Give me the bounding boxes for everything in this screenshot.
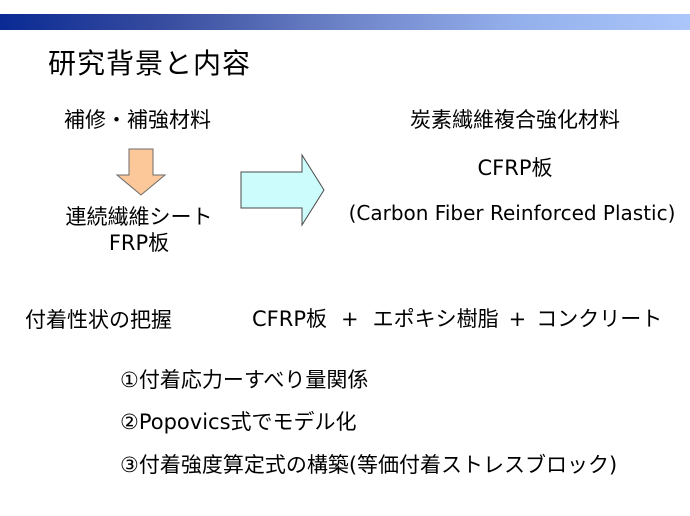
slide-title: 研究背景と内容 (48, 47, 252, 80)
right-arrow-shape (240, 153, 325, 227)
research-item: ③付着強度算定式の構築(等価付着ストレスブロック) (120, 453, 618, 477)
continuous-fiber-sheet-label: 連続繊維シート (65, 205, 213, 229)
right-arrow-icon (240, 153, 325, 227)
formula-cfrp: CFRP板 (252, 307, 327, 331)
formula-plus: + (341, 307, 359, 331)
composite-formula: CFRP板 + エポキシ樹脂 + コンクリート (252, 309, 662, 330)
formula-epoxy: エポキシ樹脂 (372, 307, 499, 331)
research-item: ②Popovics式でモデル化 (120, 410, 357, 434)
down-arrow-icon (115, 148, 167, 196)
down-arrow-shape (115, 148, 167, 196)
cfrp-full-name: (Carbon Fiber Reinforced Plastic) (348, 201, 676, 225)
cfrp-heading: 炭素繊維複合強化材料 (410, 108, 620, 132)
formula-plus: + (508, 307, 527, 331)
research-item: ①付着応力ーすべり量関係 (120, 368, 369, 392)
bond-behavior-label: 付着性状の把握 (25, 308, 172, 332)
repair-materials-heading: 補修・補強材料 (64, 108, 211, 132)
frp-plate-label: FRP板 (108, 231, 170, 255)
header-gradient-bar (0, 14, 690, 30)
cfrp-plate-label: CFRP板 (477, 156, 553, 180)
formula-concrete: コンクリート (536, 307, 663, 331)
